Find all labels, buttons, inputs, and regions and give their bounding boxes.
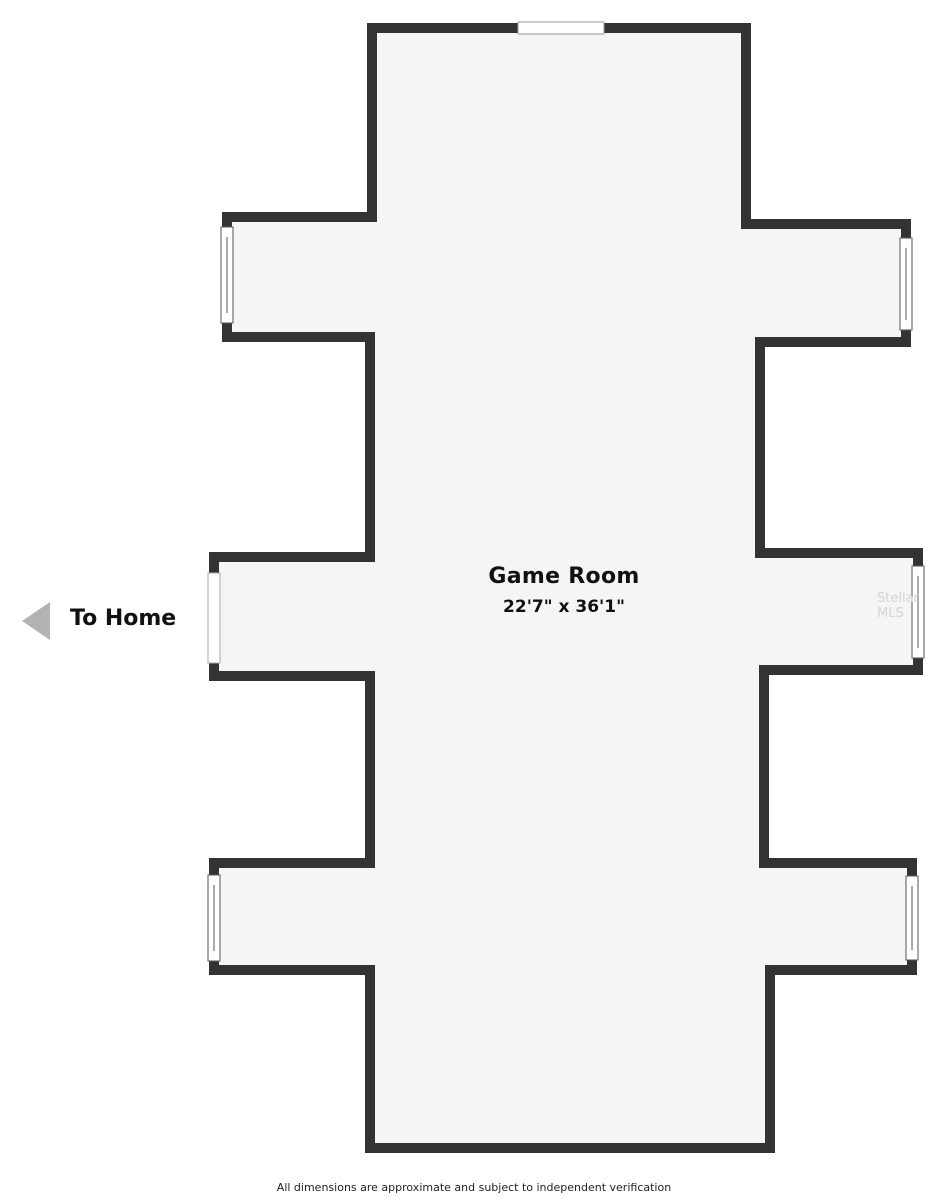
room-dimensions: 22'7" x 36'1" [503, 597, 625, 617]
watermark: Stellar MLS [877, 591, 919, 621]
left-arrow-icon [22, 602, 50, 640]
window-left-lower [207, 874, 221, 962]
window-left-upper [220, 226, 234, 324]
doorway-left [207, 572, 221, 664]
game-room-floor [209, 23, 923, 1153]
disclaimer-footer: All dimensions are approximate and subje… [276, 1181, 672, 1194]
window-right-middle [911, 565, 925, 659]
window-right-lower [905, 875, 919, 961]
exit-label: To Home [70, 606, 177, 631]
window-top [517, 21, 605, 35]
room-name: Game Room [488, 564, 640, 589]
window-right-upper [899, 237, 913, 331]
